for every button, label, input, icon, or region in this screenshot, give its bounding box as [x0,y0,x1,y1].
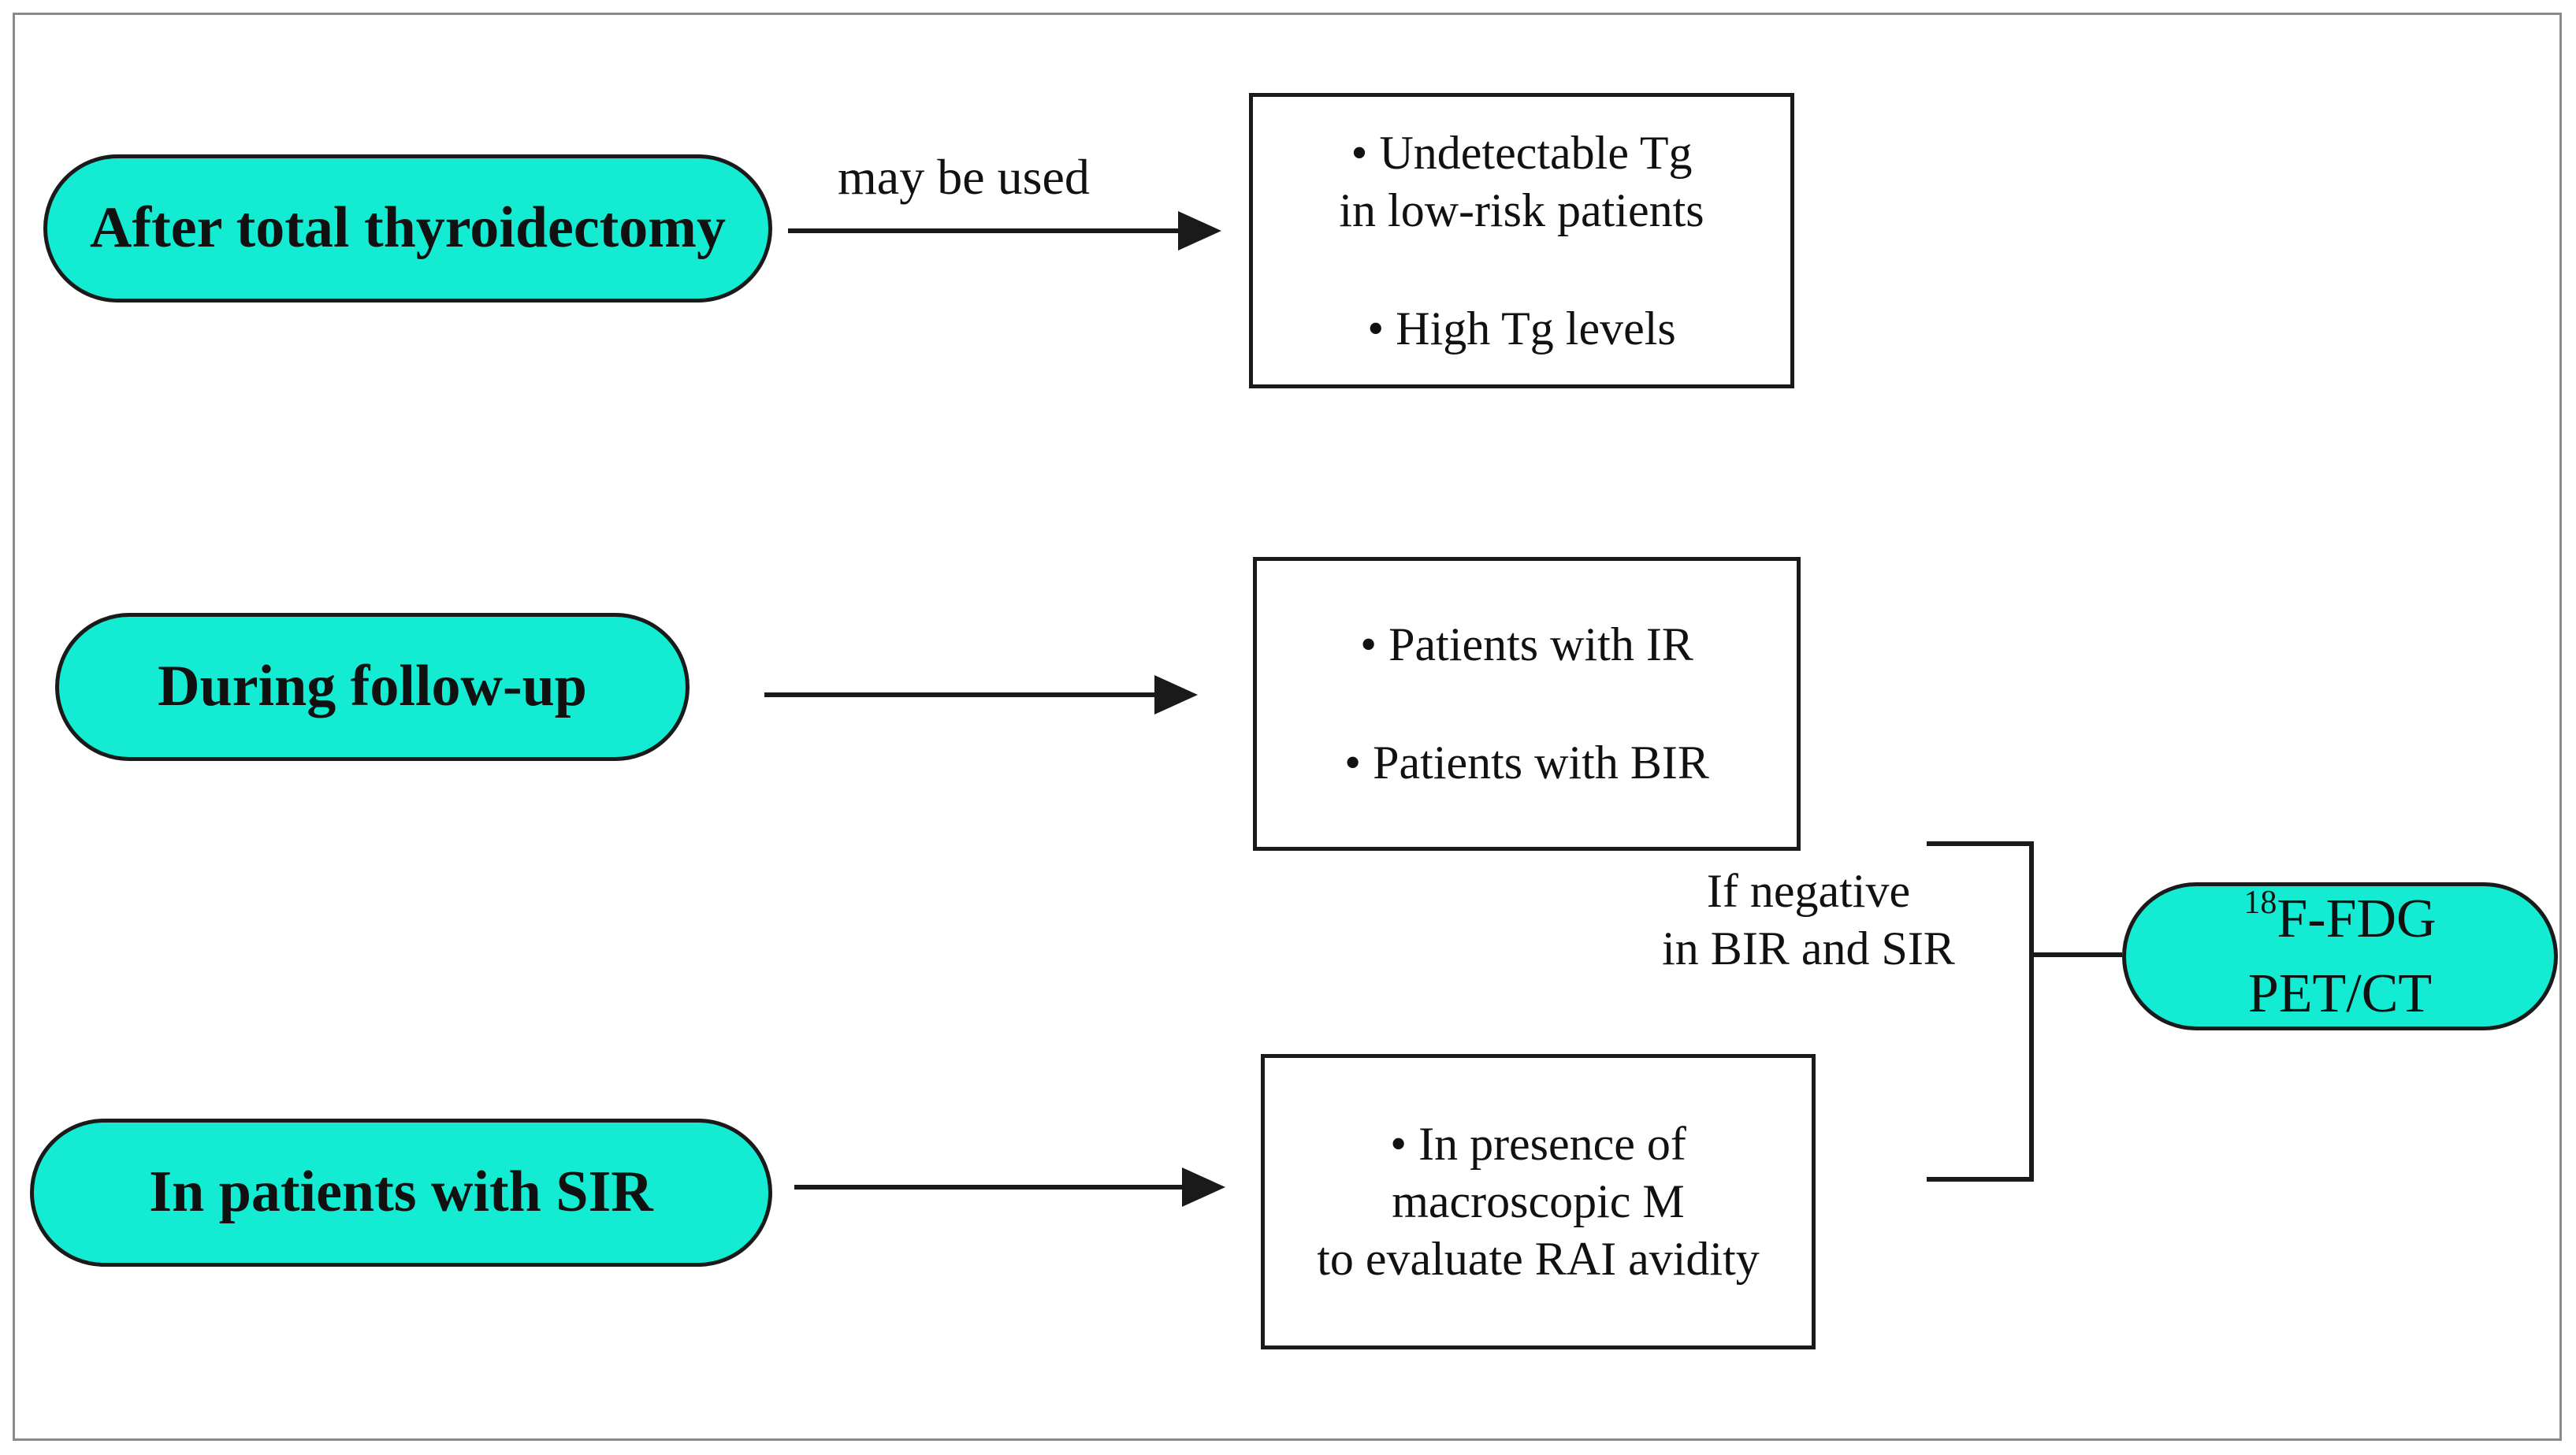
figure-frame [13,13,2562,1441]
box-during-follow-up: • Patients with IR • Patients with BIR [1253,557,1801,851]
node-after-thyroidectomy-label: After total thyroidectomy [90,195,726,261]
edge-label-if-negative: If negative in BIR and SIR [1639,863,1978,978]
pet-ct-tracer: F-FDG [2277,888,2437,949]
box-during-line-1: • Patients with IR [1360,618,1693,670]
box-after-line-1: • Undetectable Tg [1351,126,1693,179]
node-during-follow-up-label: During follow-up [158,654,587,719]
node-patients-with-sir: In patients with SIR [30,1119,772,1267]
edge-label-if-negative-line-2: in BIR and SIR [1662,922,1955,974]
box-sir-line-2: macroscopic M [1392,1175,1685,1227]
box-during-line-2: • Patients with BIR [1344,737,1709,789]
box-sir-line-1: • In presence of [1390,1118,1686,1170]
box-after-thyroidectomy: • Undetectable Tg in low-risk patients •… [1249,93,1794,388]
bracket-connector [1927,841,2034,1182]
pet-ct-isotope-mass: 18 [2243,884,2277,921]
edge-label-if-negative-line-1: If negative [1706,865,1911,917]
arrow-1-head [1178,211,1221,251]
box-sir-line-3: to evaluate RAI avidity [1317,1233,1760,1285]
box-after-line-2: in low-risk patients [1339,184,1704,236]
box-patients-with-sir: • In presence of macroscopic M to evalua… [1261,1054,1816,1349]
arrow-2-head [1154,675,1198,715]
pet-ct-line-2: PET/CT [2247,963,2433,1024]
node-patients-with-sir-label: In patients with SIR [149,1160,653,1225]
node-pet-ct: 18F-FDG PET/CT [2122,882,2558,1030]
edge-label-may-be-used: may be used [838,149,1090,205]
pet-ct-line-1: 18F-FDG [2243,885,2436,960]
node-during-follow-up: During follow-up [55,613,690,761]
node-after-thyroidectomy: After total thyroidectomy [43,154,772,303]
box-after-line-3: • High Tg levels [1367,302,1676,354]
arrow-3-head [1182,1167,1225,1207]
